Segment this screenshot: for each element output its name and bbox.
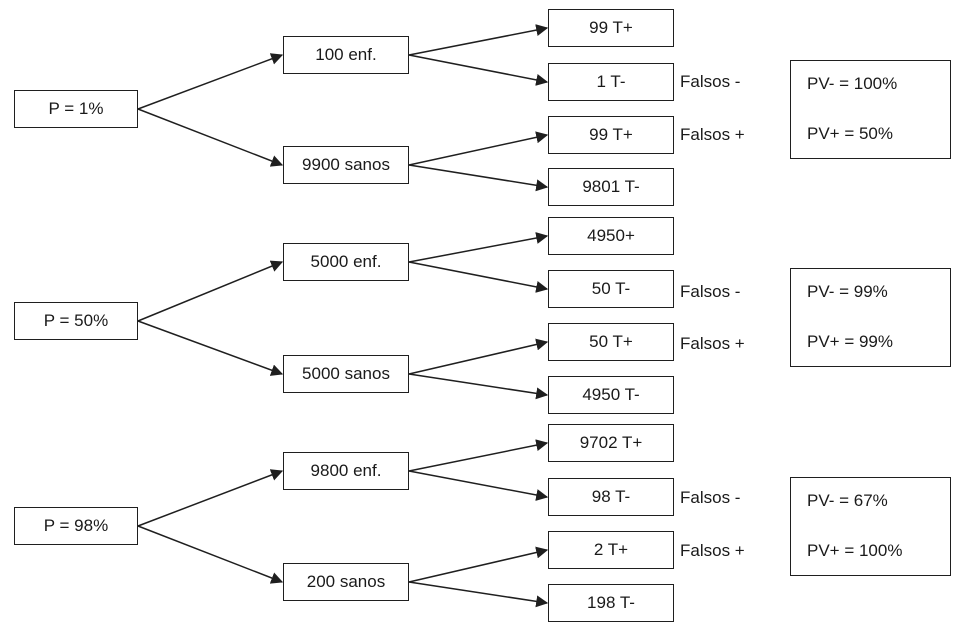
falsos-positivos-label-1: Falsos + [680,125,745,144]
arrow-diseased-fn-2 [408,261,549,293]
falsos-positivos-label-3: Falsos + [680,541,745,560]
arrow-diseased-fn-1 [408,54,549,86]
root-prevalence-3: P = 98% [14,507,138,545]
outcome-false-negative-2: 50 T- [548,270,674,308]
arrow-root-healthy-2 [137,320,284,376]
pv-negative-1: PV- = 100% [807,74,898,93]
falsos-positivos-label-2: Falsos + [680,334,745,353]
arrow-diseased-tp-3 [408,439,549,472]
arrow-diseased-tp-2 [408,232,549,263]
diseased-node-3: 9800 enf. [283,452,409,490]
pv-negative-3: PV- = 67% [807,491,888,510]
falsos-negativos-label-1: Falsos - [680,72,741,91]
arrow-healthy-tn-2 [408,373,549,400]
healthy-node-3: 200 sanos [283,563,409,601]
outcome-false-positive-2: 50 T+ [548,323,674,361]
outcome-false-positive-3: 2 T+ [548,531,674,569]
root-prevalence-1: P = 1% [14,90,138,128]
predictive-values-box-1: PV- = 100% PV+ = 50% [790,60,951,159]
outcome-true-positive-2: 4950+ [548,217,674,255]
outcome-false-negative-3: 98 T- [548,478,674,516]
falsos-negativos-label-2: Falsos - [680,282,741,301]
arrow-healthy-tn-1 [408,164,549,192]
pv-negative-2: PV- = 99% [807,282,888,301]
diseased-node-2: 5000 enf. [283,243,409,281]
outcome-false-negative-1: 1 T- [548,63,674,101]
outcome-false-positive-1: 99 T+ [548,116,674,154]
predictive-values-box-3: PV- = 67% PV+ = 100% [790,477,951,576]
pv-positive-3: PV+ = 100% [807,541,903,560]
arrow-root-healthy-3 [137,525,284,584]
healthy-node-1: 9900 sanos [283,146,409,184]
outcome-true-negative-2: 4950 T- [548,376,674,414]
root-prevalence-2: P = 50% [14,302,138,340]
healthy-node-2: 5000 sanos [283,355,409,393]
predictive-values-box-2: PV- = 99% PV+ = 99% [790,268,951,367]
outcome-true-positive-3: 9702 T+ [548,424,674,462]
arrow-healthy-tn-3 [408,581,549,608]
pv-positive-2: PV+ = 99% [807,332,894,351]
arrow-root-diseased-2 [137,260,284,322]
falsos-negativos-label-3: Falsos - [680,488,741,507]
pv-positive-1: PV+ = 50% [807,124,894,143]
arrow-healthy-fp-1 [408,131,549,166]
arrow-diseased-tp-1 [408,24,549,56]
outcome-true-positive-1: 99 T+ [548,9,674,47]
outcome-true-negative-3: 198 T- [548,584,674,622]
outcome-true-negative-1: 9801 T- [548,168,674,206]
arrow-root-diseased-3 [137,469,284,527]
arrow-root-healthy-1 [137,108,284,167]
arrow-healthy-fp-3 [408,546,549,583]
arrow-root-diseased-1 [137,53,284,110]
arrow-healthy-fp-2 [408,338,549,375]
diseased-node-1: 100 enf. [283,36,409,74]
arrow-diseased-fn-3 [408,470,549,501]
